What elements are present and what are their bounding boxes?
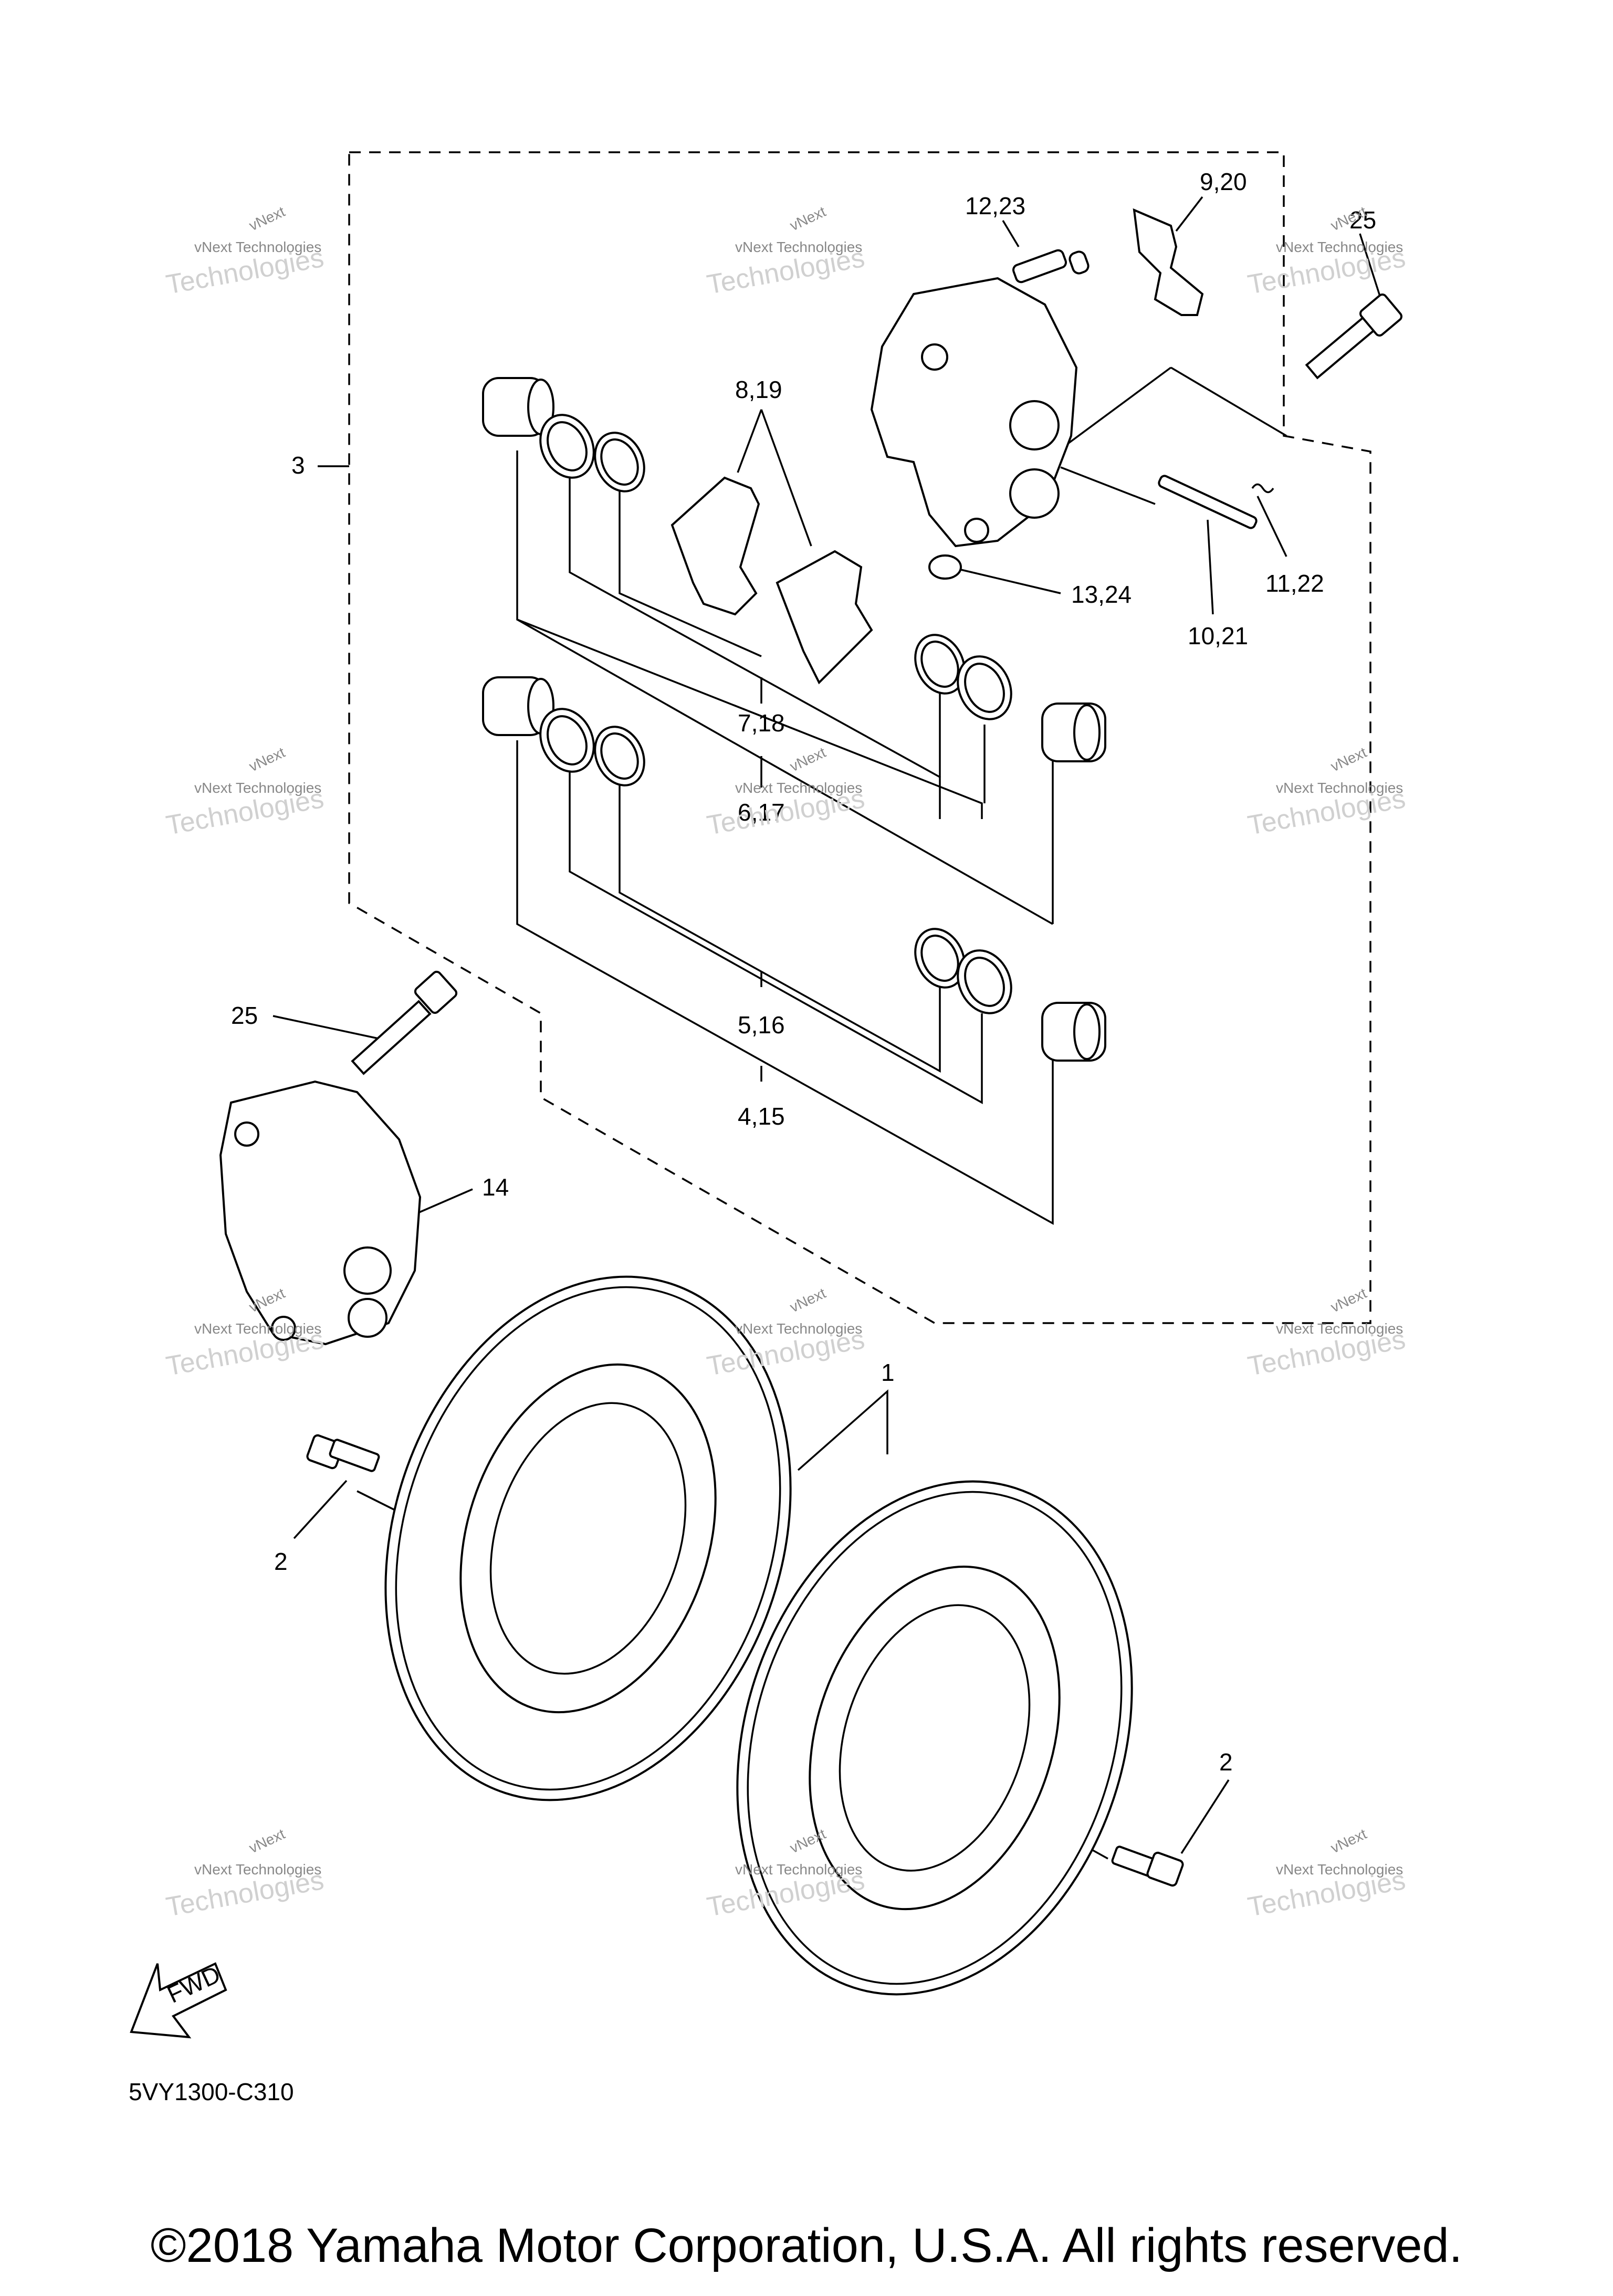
brake-pads	[671, 476, 873, 685]
label-10-21: 10,21	[1188, 622, 1248, 649]
label-4-15: 4,15	[738, 1103, 785, 1130]
brake-disc-front	[384, 1275, 792, 1801]
assembly-outline	[348, 151, 1371, 1324]
label-6-17: 6,17	[738, 799, 785, 826]
brake-disc-rear	[736, 1480, 1133, 1996]
svg-text:vNext: vNext	[1328, 744, 1369, 774]
svg-text:vNext Technologies: vNext Technologies	[735, 1861, 862, 1878]
label-13-24: 13,24	[1071, 581, 1132, 608]
piston-seals	[539, 414, 1012, 1014]
disc-bolt-right	[1111, 1846, 1184, 1887]
svg-text:vNext Technologies: vNext Technologies	[735, 780, 862, 796]
disc-bolt-left	[306, 1434, 380, 1472]
svg-text:vNext: vNext	[246, 1826, 287, 1856]
label-7-18: 7,18	[738, 709, 785, 737]
label-3: 3	[291, 452, 305, 479]
copyright-notice: ©2018 Yamaha Motor Corporation, U.S.A. A…	[150, 2219, 1463, 2272]
label-9-20: 9,20	[1200, 168, 1247, 195]
label-1: 1	[881, 1359, 895, 1386]
part-labels: 1 2 2 3 4,15 5,16 6,17 7,18 8,19 9,20 10…	[231, 168, 1376, 1776]
label-12-23: 12,23	[965, 192, 1025, 219]
pistons	[482, 377, 1106, 1062]
label-2-left: 2	[274, 1548, 288, 1575]
label-5-16: 5,16	[738, 1011, 785, 1039]
label-11-22: 11,22	[1265, 570, 1324, 597]
label-14: 14	[482, 1173, 509, 1201]
pad-spring-clip	[1133, 208, 1204, 316]
svg-text:vNext: vNext	[246, 203, 287, 234]
fwd-arrow-icon: FWD	[130, 1960, 227, 2039]
mounting-bolt-top	[1305, 293, 1402, 380]
guide-bushing	[928, 554, 962, 580]
svg-text:vNext Technologies: vNext Technologies	[735, 239, 862, 255]
svg-text:vNext Technologies: vNext Technologies	[735, 1320, 862, 1337]
svg-text:vNext Technologies: vNext Technologies	[1276, 780, 1403, 796]
caliper-left	[219, 1080, 422, 1346]
bleed-screw	[1012, 249, 1090, 284]
label-25-top: 25	[1349, 206, 1376, 234]
svg-text:vNext Technologies: vNext Technologies	[1276, 1861, 1403, 1878]
svg-text:vNext: vNext	[787, 1285, 828, 1315]
svg-text:vNext Technologies: vNext Technologies	[194, 1320, 321, 1337]
svg-text:vNext Technologies: vNext Technologies	[194, 239, 321, 255]
pad-pin	[1158, 475, 1274, 529]
svg-text:vNext Technologies: vNext Technologies	[194, 780, 321, 796]
leader-lines	[273, 196, 1382, 1860]
svg-text:vNext: vNext	[1328, 1826, 1369, 1856]
diagram-code: 5VY1300-C310	[129, 2078, 294, 2105]
label-2-right: 2	[1219, 1748, 1233, 1776]
label-8-19: 8,19	[735, 376, 782, 403]
svg-text:vNext Technologies: vNext Technologies	[1276, 239, 1403, 255]
mounting-bolt-left	[351, 970, 458, 1075]
caliper-assembly-top	[870, 277, 1078, 548]
svg-text:vNext Technologies: vNext Technologies	[1276, 1320, 1403, 1337]
svg-text:vNext Technologies: vNext Technologies	[194, 1861, 321, 1878]
label-25-left: 25	[231, 1002, 258, 1029]
svg-text:vNext: vNext	[787, 203, 828, 234]
svg-text:vNext: vNext	[1328, 1285, 1369, 1315]
svg-text:vNext: vNext	[246, 744, 287, 774]
svg-text:vNext: vNext	[787, 744, 828, 774]
